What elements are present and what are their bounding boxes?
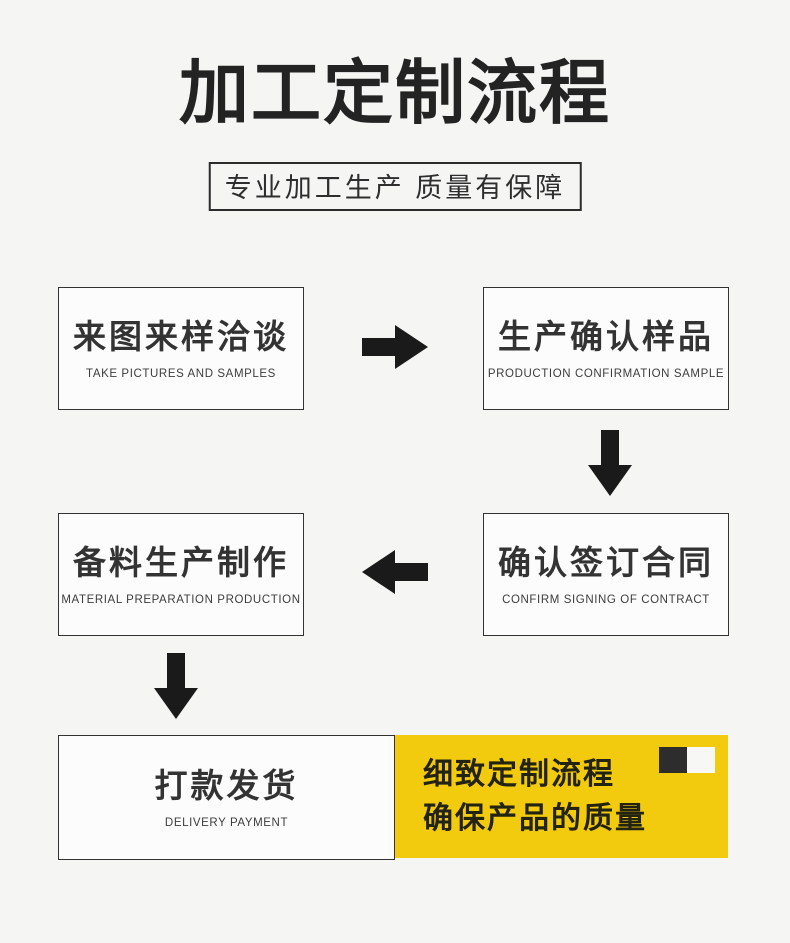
arrow-right-icon [362, 325, 428, 369]
arrow-down-icon [154, 653, 198, 719]
step-title-zh: 生产确认样品 [498, 318, 714, 356]
step-box-delivery-payment: 打款发货 DELIVERY PAYMENT [58, 735, 395, 860]
decorative-squares [659, 747, 715, 773]
step-title-zh: 来图来样洽谈 [73, 318, 289, 356]
step-box-sample-confirmation: 生产确认样品 PRODUCTION CONFIRMATION SAMPLE [483, 287, 729, 410]
callout-line-2: 确保产品的质量 [423, 802, 647, 835]
step-title-en: DELIVERY PAYMENT [164, 816, 289, 829]
step-title-zh: 确认签订合同 [498, 544, 714, 582]
quality-callout-banner: 细致定制流程 确保产品的质量 [395, 735, 728, 858]
step-box-material-preparation: 备料生产制作 MATERIAL PREPARATION PRODUCTION [58, 513, 304, 636]
step-title-en: TAKE PICTURES AND SAMPLES [86, 367, 276, 380]
subtitle-banner: 专业加工生产 质量有保障 [208, 162, 582, 211]
callout-line-1: 细致定制流程 [423, 758, 615, 791]
step-title-en: PRODUCTION CONFIRMATION SAMPLE [487, 367, 725, 380]
step-title-zh: 打款发货 [154, 767, 299, 805]
step-title-en: MATERIAL PREPARATION PRODUCTION [61, 593, 301, 606]
step-title-en: CONFIRM SIGNING OF CONTRACT [502, 593, 710, 606]
page-title: 加工定制流程 [179, 54, 611, 132]
step-title-zh: 备料生产制作 [73, 544, 289, 582]
step-box-contract-signing: 确认签订合同 CONFIRM SIGNING OF CONTRACT [483, 513, 729, 636]
step-box-negotiation: 来图来样洽谈 TAKE PICTURES AND SAMPLES [58, 287, 304, 410]
dark-square-decoration [659, 747, 687, 773]
light-square-decoration [687, 747, 715, 773]
arrow-left-icon [362, 550, 428, 594]
arrow-down-icon [588, 430, 632, 496]
